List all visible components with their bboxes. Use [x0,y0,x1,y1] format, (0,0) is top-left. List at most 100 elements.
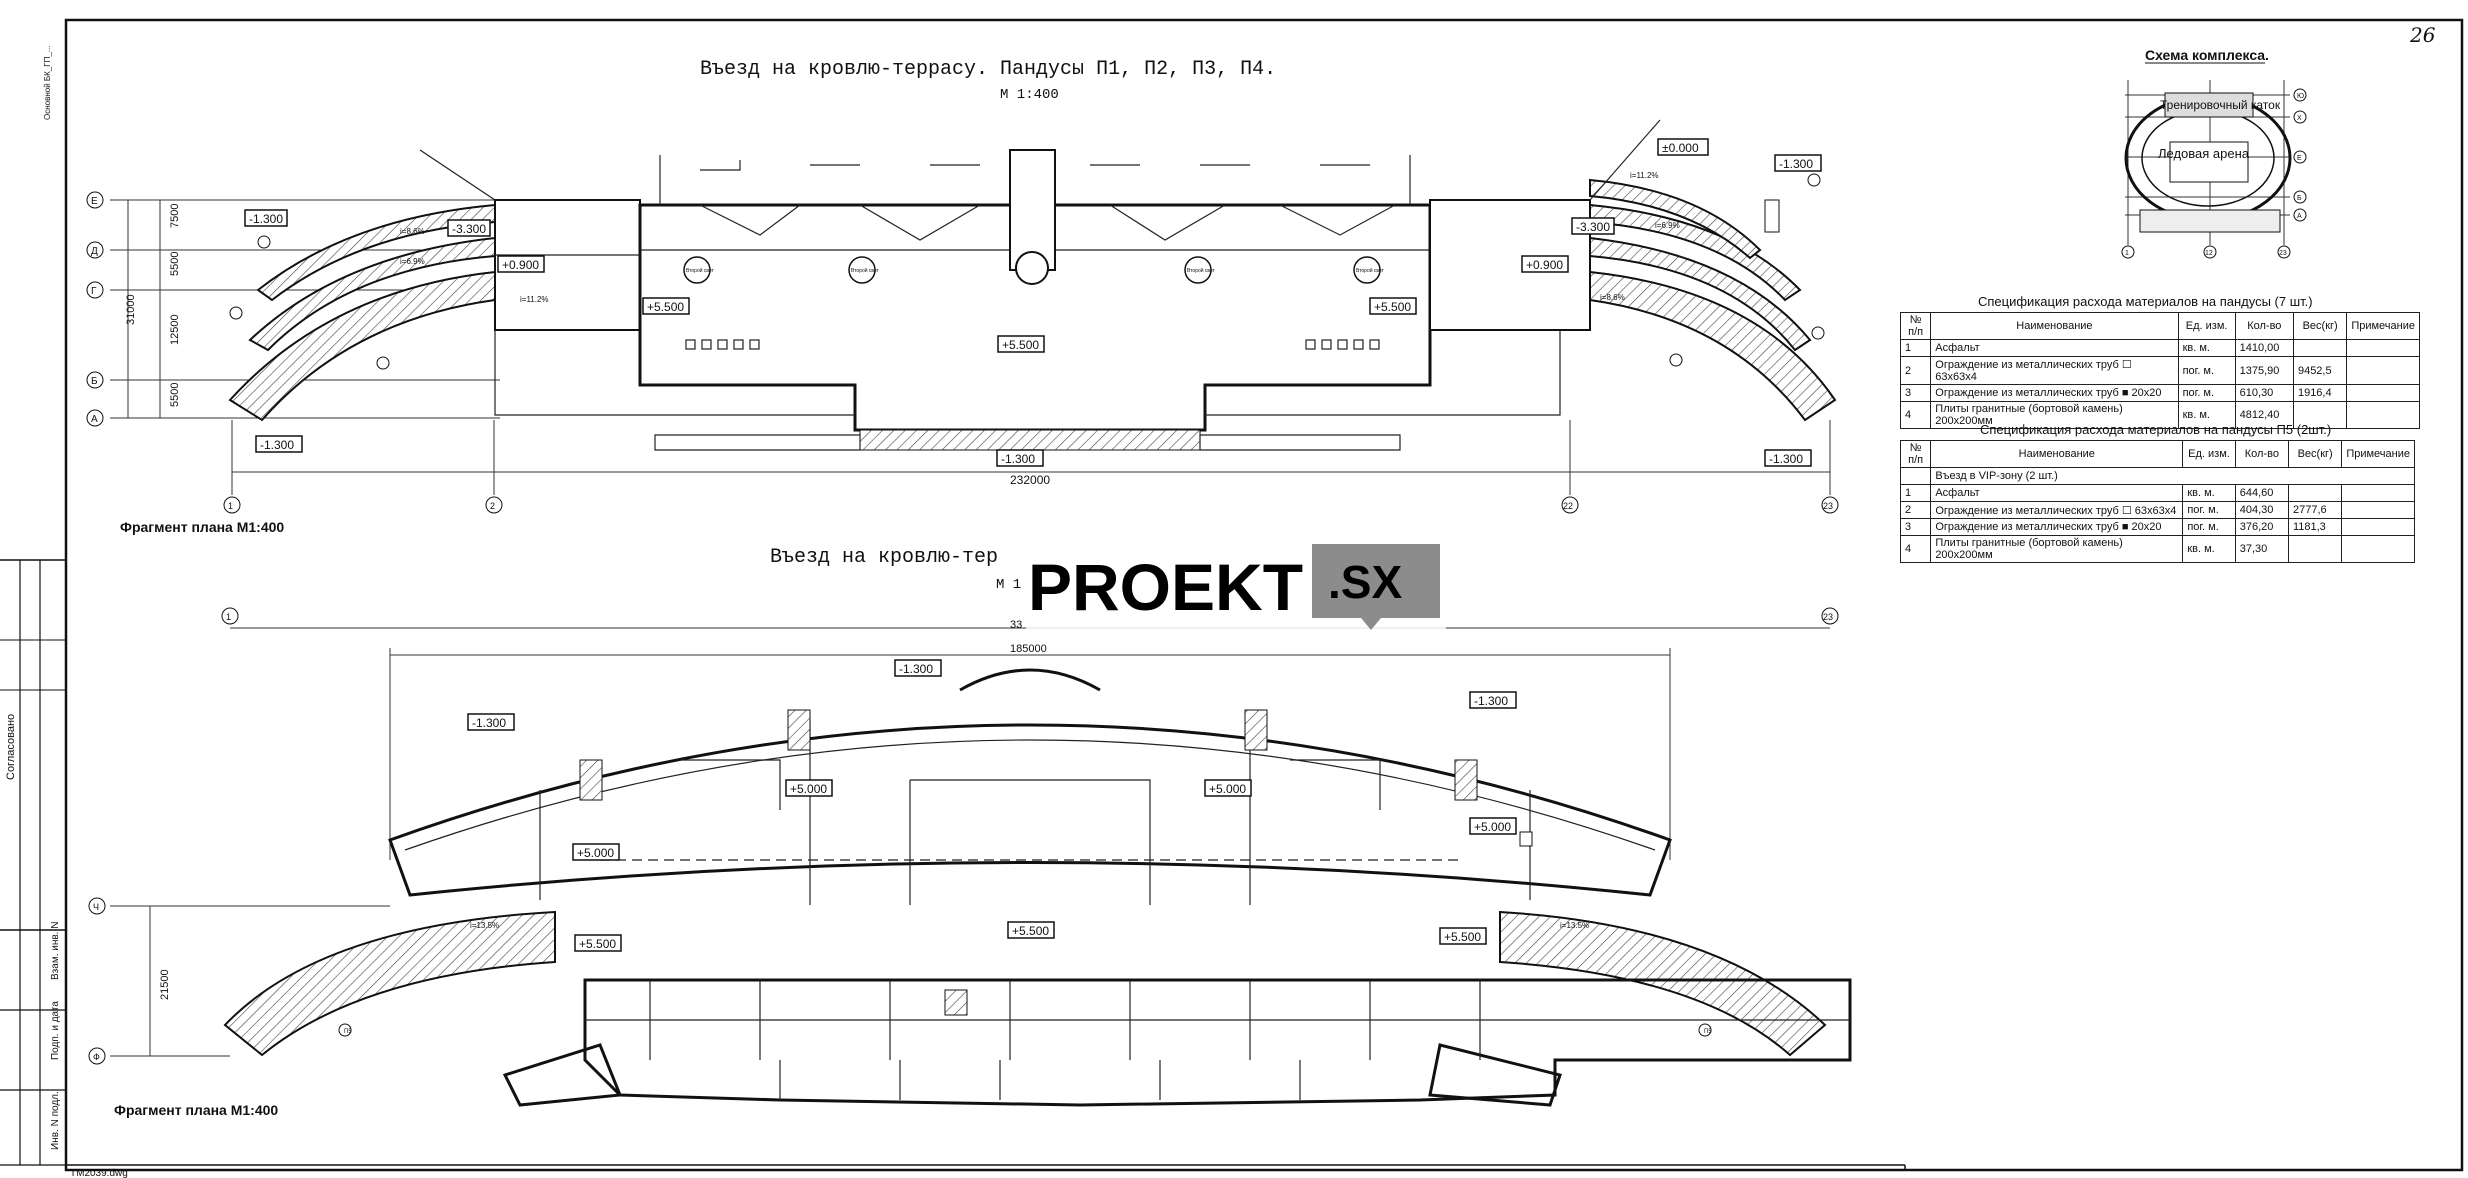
page-number: 26 [2409,23,2436,47]
watermark: PROEKT .SX [1026,540,1446,630]
cell: 1 [1899,339,1932,357]
cell: 376,20 [2234,518,2289,536]
cell: пог. м. [2177,384,2236,402]
lower-slope-1: i=13.5% [1560,921,1589,930]
cell: 2777,6 [2287,501,2343,519]
cell [2292,339,2348,357]
upper-total-row-dim: 31000 [125,294,137,325]
lvl-u-m3300-b: -3.300 [1576,220,1610,234]
cell: 2 [1899,501,1932,519]
slope-1: i=6.9% [400,257,425,266]
cell [2287,484,2343,502]
lvl-l-p5500-c: +5.500 [1444,930,1481,944]
lower-ramp-tag-1: П5 [1704,1029,1712,1035]
spec1-h1: Наименование [1930,312,2179,340]
lower-row-axis-1: Ф [93,1052,100,1062]
lvl-u-p5500-b: +5.500 [1374,300,1411,314]
left-stamp-top: Основной БК_ГП_... [43,46,52,120]
scheme-col-2: 23 [2279,250,2287,257]
upper-col-axis-1: 2 [490,501,495,511]
spec2-h5: Примечание [2341,440,2415,468]
complex-scheme: Схема комплекса. Тренировочный каток Лед… [2121,47,2307,259]
spec2-h4: Вес(кг) [2287,440,2343,468]
slope-3: i=11.2% [1630,171,1659,180]
scheme-col-0: 1 [2125,250,2129,257]
cell: пог. м. [2177,356,2236,385]
cell [2292,401,2348,429]
lvl-u-p5500-a: +5.500 [647,300,684,314]
cell: 4 [1899,535,1932,563]
lower-overall-dim: 33 [1010,619,1022,631]
scheme-row-4: А [2297,213,2302,220]
cell: Ограждение из металлических труб ☐ 63х63… [1930,501,2184,519]
slope-5: i=8.6% [1600,293,1625,302]
spec1-h5: Примечание [2346,312,2420,340]
lvl-u-zero: ±0.000 [1662,141,1699,155]
lower-col-axis-0: 1 [226,612,231,622]
cell: кв. м. [2182,535,2236,563]
lower-plan-title: Въезд на кровлю-тер [770,546,998,569]
cell: Плиты гранитные (бортовой камень) 200х20… [1930,535,2184,563]
lvl-u-p0900-b: +0.900 [1526,258,1563,272]
lower-arena [388,668,1672,905]
cell: 4812,40 [2234,401,2294,429]
lower-inner-dim: 185000 [1010,643,1047,655]
cell: 3 [1899,518,1932,536]
lvl-u-m1300-d: -1.300 [1769,452,1803,466]
cell: 3 [1899,384,1932,402]
upper-col-axis-2: 22 [1563,501,1573,511]
lower-slope-0: i=13.5% [470,921,499,930]
cell [2341,518,2415,536]
cell: Ограждение из металлических труб ☐ 63х63… [1930,356,2179,385]
cell: Ограждение из металлических труб ■ 20х20 [1930,518,2184,536]
cell [2346,401,2420,429]
scheme-label-0: Тренировочный каток [2160,98,2281,112]
spec2-h2: Ед. изм. [2182,440,2236,468]
lvl-u-p0900-a: +0.900 [502,258,539,272]
lvl-u-m3300-a: -3.300 [452,222,486,236]
cell: Плиты гранитные (бортовой камень) 200х20… [1930,401,2179,429]
lvl-u-m1300-c: -1.300 [1001,452,1035,466]
cell: 610,30 [2234,384,2294,402]
upper-plan: Въезд на кровлю-террасу. Пандусы П1, П2,… [86,58,1839,535]
table-row: Въезд в VIP-зону (2 шт.) [1899,467,2415,485]
cell: 1916,4 [2292,384,2348,402]
lower-ramp-tag-0: П5 [344,1029,352,1035]
spec2-h0: № п/п [1899,440,1932,468]
upper-row-dim-3: 5500 [169,383,181,407]
lower-row-axis-0: Ч [93,902,99,912]
lvl-l-p5000-d: +5.000 [577,846,614,860]
lower-row-axes: Ч Ф 21500 [88,897,390,1065]
spec-table-2: Спецификация расхода материалов на панду… [1899,422,2415,563]
watermark-brand: PROEKT [1028,550,1303,624]
lower-row-dim: 21500 [159,969,171,1000]
lower-col-axis-1: 23 [1823,612,1833,622]
cell [2346,384,2420,402]
lower-ramps: П5 П5 [223,910,1827,1057]
spec2-section: Въезд в VIP-зону (2 шт.) [1930,467,2415,485]
upper-row-dim-0: 7500 [169,204,181,228]
slope-2: i=11.2% [520,295,549,304]
upper-col-axes: 232000 1 2 22 23 [223,420,1839,514]
upper-central-building: Второй свет Второй свет Второй свет Втор… [494,149,1590,451]
spec1-h3: Кол-во [2234,312,2294,340]
upper-levels: -1.300 -3.300 +0.900 +5.500 +5.500 +5.50… [244,138,1822,467]
window-row-right [1305,339,1380,350]
cell: Асфальт [1930,339,2179,357]
lower-col-axes: 1 23 33 185000 [221,607,1839,860]
scheme-row-3: Б [2297,195,2302,202]
upper-plan-title: Въезд на кровлю-террасу. Пандусы П1, П2,… [700,58,1276,81]
cell: кв. м. [2182,484,2236,502]
upper-row-dim-2: 12500 [169,314,181,345]
upper-overall-dim: 232000 [1010,473,1050,487]
cell [2341,501,2415,519]
lvl-u-m1300-a: -1.300 [249,212,283,226]
cell [2341,535,2415,563]
room-tag-0: Второй свет [686,267,715,274]
cell: 4 [1899,401,1932,429]
lvl-l-p5000-c: +5.000 [1474,820,1511,834]
